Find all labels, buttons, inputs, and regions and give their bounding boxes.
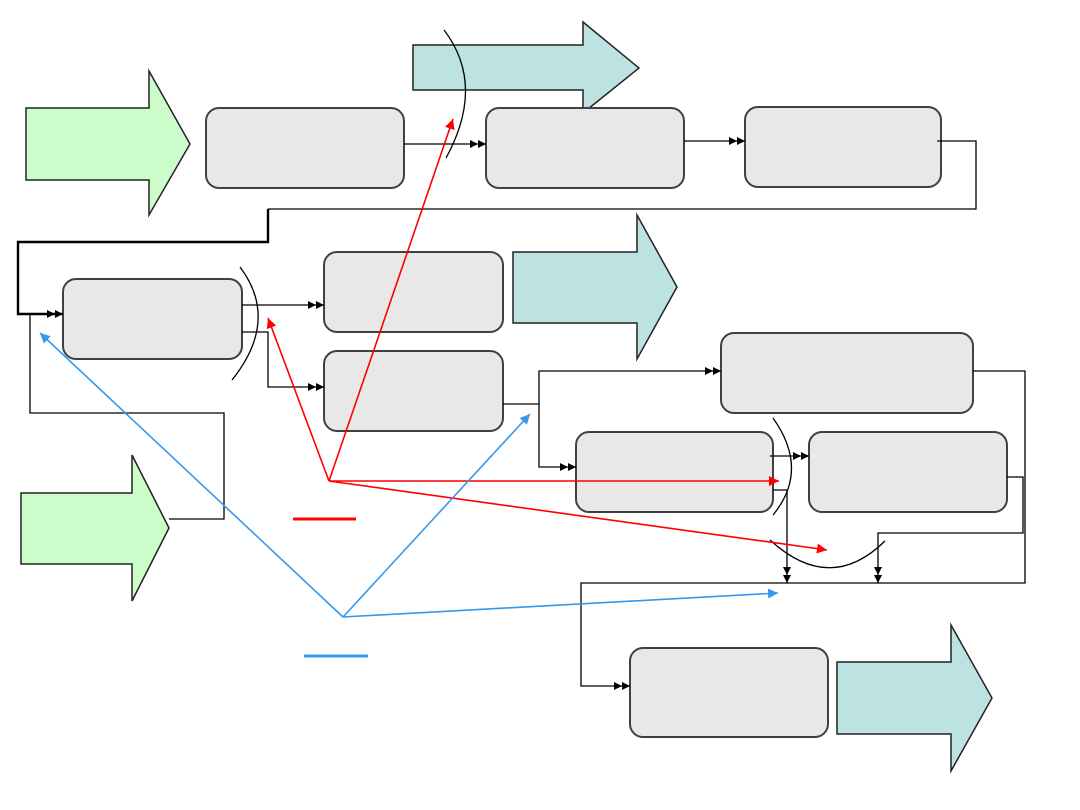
connector-6-8 (538, 404, 576, 471)
red-pointer-2 (266, 317, 330, 482)
input-arrow-1 (25, 68, 191, 218)
connector-7-merge (580, 370, 1026, 690)
process-box-5[interactable] (323, 251, 504, 333)
connector-8-merge (773, 489, 791, 583)
blue-pointer-3 (342, 588, 779, 618)
process-box-10[interactable] (629, 647, 829, 738)
output-arrow-1 (412, 20, 641, 115)
process-box-8[interactable] (575, 431, 774, 513)
input-arrow-2 (20, 454, 170, 602)
output-arrow-2 (512, 212, 678, 362)
connector-6-branch (503, 367, 721, 405)
red-pointer-4 (328, 480, 828, 554)
process-box-7[interactable] (720, 332, 974, 414)
red-pointer-1 (328, 118, 455, 482)
junction-arc-2 (231, 266, 259, 381)
junction-arc-3 (772, 417, 792, 516)
process-box-1[interactable] (205, 107, 405, 189)
connector-loop-to-4 (16, 209, 270, 318)
process-box-6[interactable] (323, 350, 504, 432)
process-box-3[interactable] (744, 106, 942, 188)
output-arrow-3 (836, 622, 993, 774)
process-box-9[interactable] (808, 431, 1008, 513)
blue-pointer-1 (39, 332, 344, 618)
process-box-4[interactable] (62, 278, 243, 360)
process-box-2[interactable] (485, 107, 685, 189)
blue-pointer-2 (342, 413, 531, 618)
junction-arc-1 (443, 29, 467, 159)
connector-3-loop (268, 140, 977, 210)
connector-4-6 (242, 331, 324, 391)
connector-input2-feedback (29, 314, 225, 520)
connector-9-merge (874, 476, 1024, 583)
junction-arc-4 (769, 539, 886, 569)
